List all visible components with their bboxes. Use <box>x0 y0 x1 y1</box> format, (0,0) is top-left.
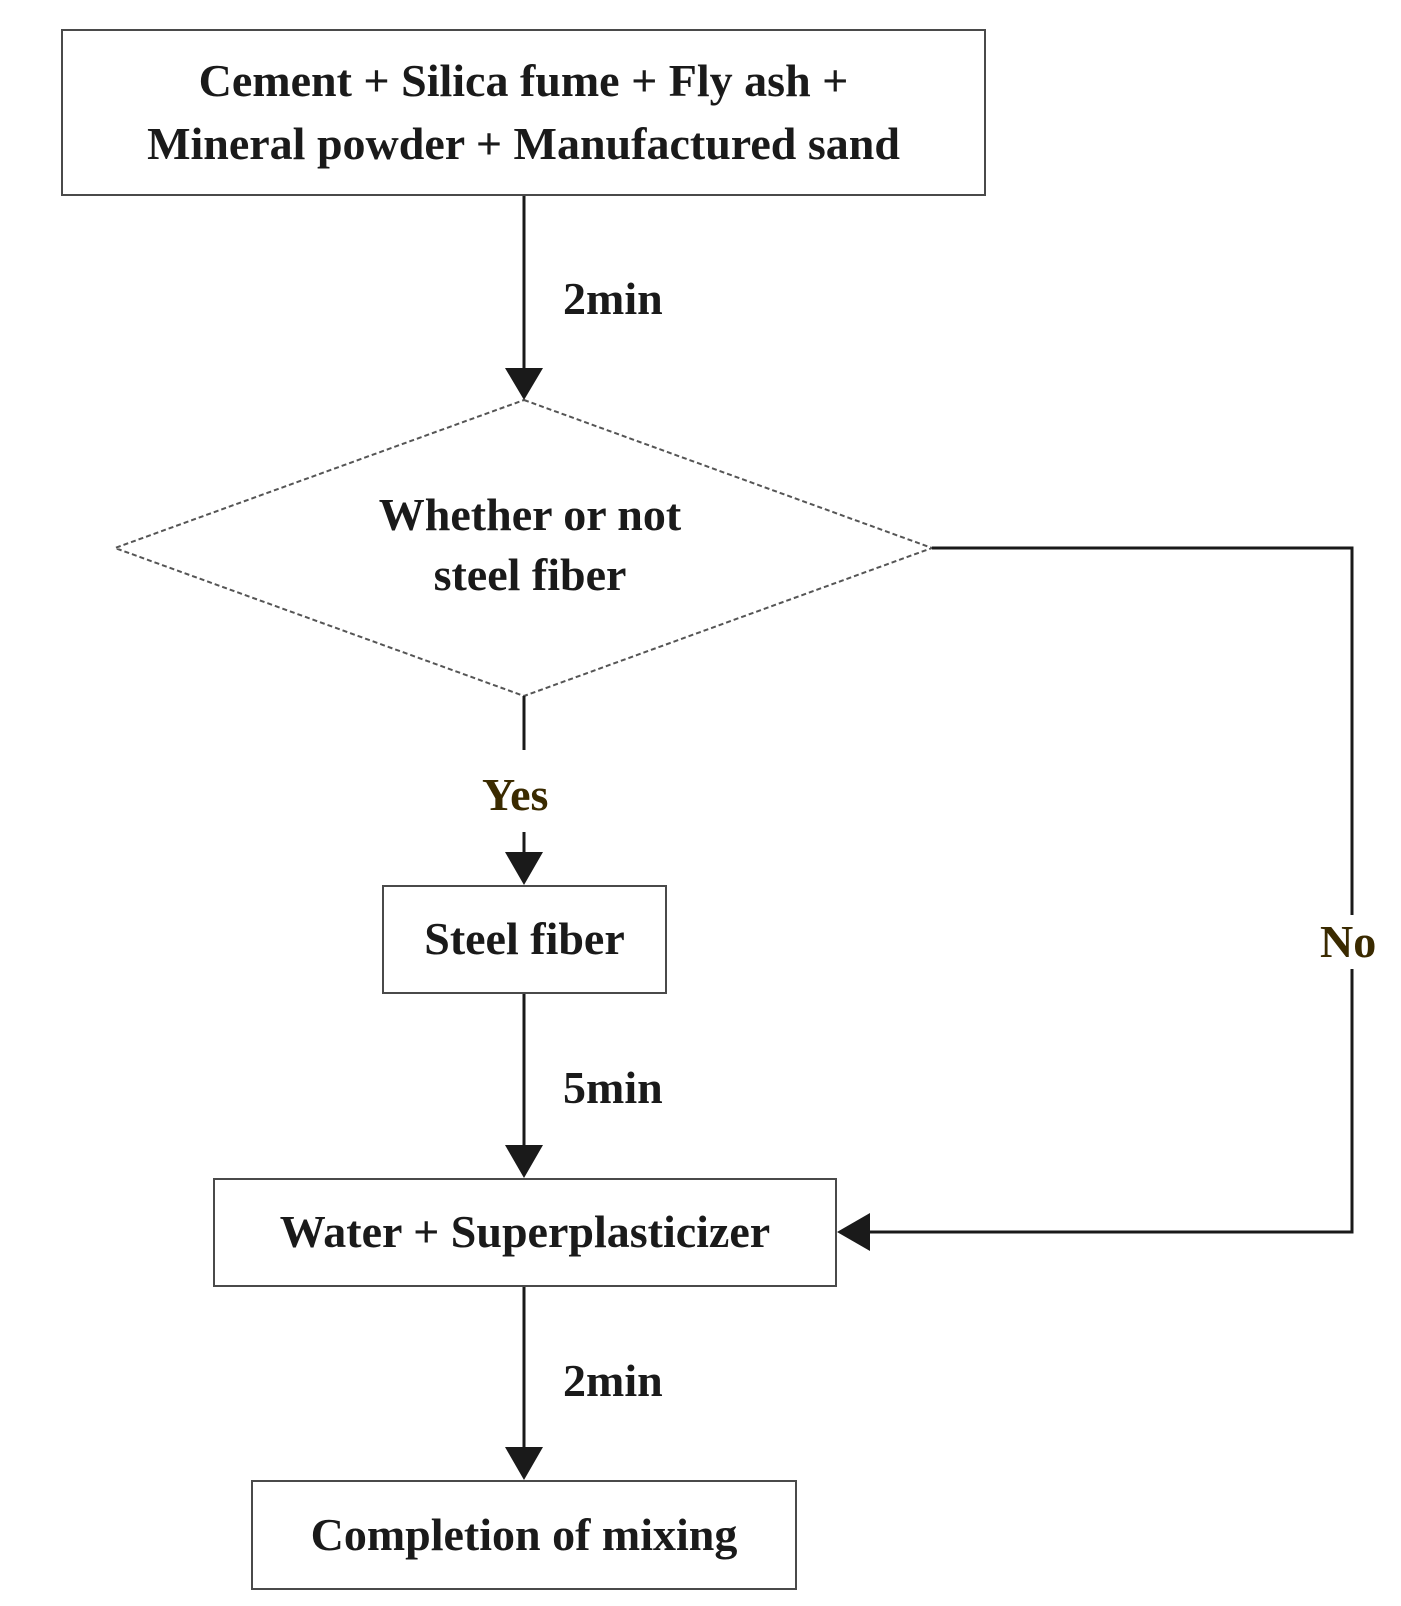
materials-line-2: Mineral powder + Manufactured sand <box>147 117 900 169</box>
arrowhead-into-completion <box>505 1447 543 1480</box>
yes-branch-label: Yes <box>482 769 549 820</box>
steel-fiber-box: Steel fiber <box>382 885 667 994</box>
arrowhead-into-steel-fiber <box>505 852 543 885</box>
steel-fiber-label: Steel fiber <box>424 913 625 965</box>
duration-label-first-mix: 2min <box>563 273 663 324</box>
arrowhead-into-decision <box>505 368 543 400</box>
duration-label-final-mix: 2min <box>563 1355 663 1406</box>
completion-label: Completion of mixing <box>310 1508 738 1560</box>
no-branch-label: No <box>1320 915 1377 969</box>
decision-label: Whether or not steel fiber <box>280 485 780 605</box>
arrowhead-no-into-water <box>837 1213 870 1251</box>
decision-line-2: steel fiber <box>433 548 627 600</box>
arrowhead-into-water <box>505 1145 543 1178</box>
materials-line-1: Cement + Silica fume + Fly ash + <box>198 55 849 107</box>
duration-label-steel-fiber-mix: 5min <box>563 1062 663 1113</box>
completion-box: Completion of mixing <box>251 1480 797 1590</box>
connector-no-branch <box>868 546 1354 1234</box>
materials-box: Cement + Silica fume + Fly ash + Mineral… <box>61 29 986 196</box>
decision-line-1: Whether or not <box>378 489 682 540</box>
water-label: Water + Superplasticizer <box>279 1206 771 1258</box>
water-superplasticizer-box: Water + Superplasticizer <box>213 1178 837 1287</box>
